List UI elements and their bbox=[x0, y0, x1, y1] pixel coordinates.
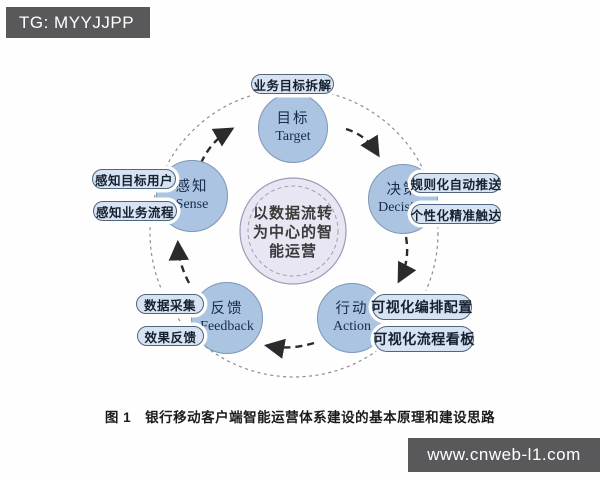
center-inner-dashed-circle bbox=[247, 185, 339, 277]
center-circle bbox=[239, 177, 347, 285]
node-sense-label-zh: 感知 bbox=[175, 179, 209, 196]
website-watermark-badge: www.cnweb-l1.com bbox=[408, 438, 600, 472]
node-feedback-label-en: Feedback bbox=[200, 319, 254, 335]
arrow-action-to-feedback bbox=[263, 338, 315, 359]
pill-visual-process-board: 可视化流程看板 bbox=[373, 326, 474, 352]
arrow-decision-to-action bbox=[397, 236, 417, 284]
node-feedback-label-zh: 反馈 bbox=[210, 301, 244, 318]
arrow-target-to-decision bbox=[345, 127, 380, 158]
node-target-label-en: Target bbox=[275, 129, 311, 145]
telegram-watermark-badge: TG: MYYJJPP bbox=[6, 7, 150, 38]
node-action-label-en: Action bbox=[332, 319, 372, 335]
center-label-line2: 为中心的智 bbox=[252, 224, 333, 241]
center-label-line1: 以数据流转 bbox=[252, 205, 333, 222]
center-label-line3: 能运营 bbox=[268, 243, 317, 260]
pill-sense-target-users: 感知目标用户 bbox=[92, 169, 176, 189]
node-sense-label-en: Sense bbox=[175, 197, 209, 213]
pill-business-goal-decomposition: 业务目标拆解 bbox=[251, 74, 334, 94]
figure-caption: 图 1 银行移动客户端智能运营体系建设的基本原理和建设思路 bbox=[0, 406, 600, 426]
pill-rule-based-auto-push: 规则化自动推送 bbox=[411, 173, 501, 193]
pill-sense-business-process: 感知业务流程 bbox=[93, 201, 177, 221]
pill-personalized-precise-reach: 个性化精准触达 bbox=[411, 204, 501, 224]
node-target: 目标 Target bbox=[258, 93, 328, 163]
figure-number: 图 1 bbox=[104, 410, 132, 425]
arrow-sense-to-target bbox=[199, 127, 235, 164]
node-target-label-zh: 目标 bbox=[276, 111, 310, 128]
node-feedback: 反馈 Feedback bbox=[191, 282, 263, 354]
figure-caption-text: 银行移动客户端智能运营体系建设的基本原理和建设思路 bbox=[145, 410, 496, 425]
center-label: 以数据流转 为中心的智 能运营 bbox=[233, 204, 353, 261]
node-action-label-zh: 行动 bbox=[335, 301, 369, 318]
pill-data-collection: 数据采集 bbox=[136, 294, 204, 314]
pill-effect-feedback: 效果反馈 bbox=[137, 326, 204, 346]
arrow-feedback-to-sense bbox=[168, 239, 191, 284]
pill-visual-orchestration-config: 可视化编排配置 bbox=[371, 294, 472, 320]
